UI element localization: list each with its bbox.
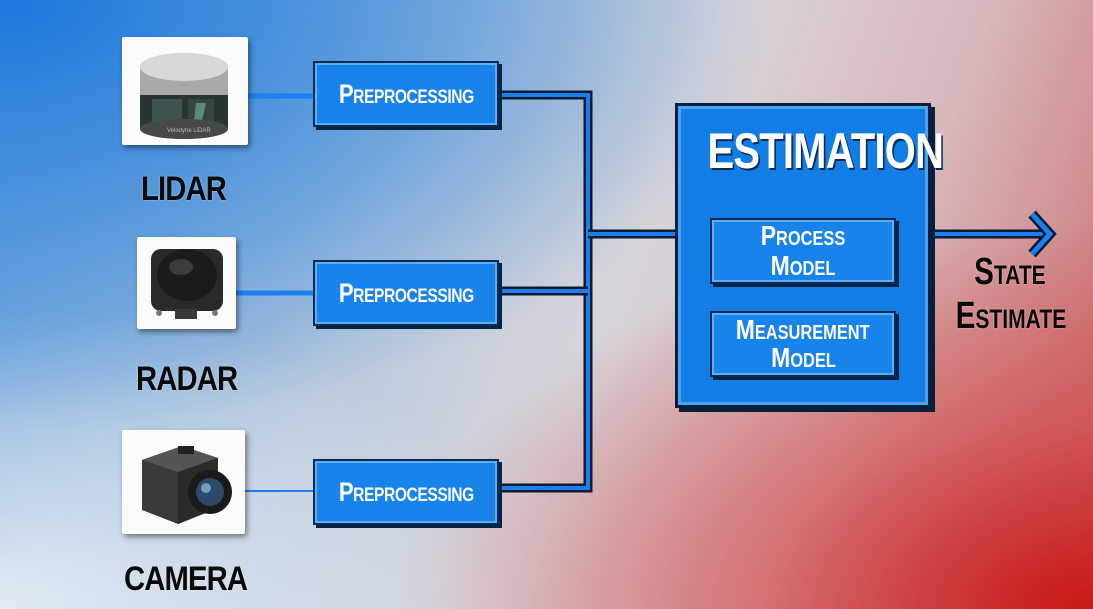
camera-label: CAMERA	[124, 560, 248, 598]
process-model-box: Process Model	[710, 218, 896, 284]
radar-image	[137, 237, 236, 329]
preprocessing-label: Preprocessing	[338, 476, 474, 507]
state-estimate-label: State Estimate	[955, 251, 1067, 337]
preprocessing-box-camera: Preprocessing	[313, 459, 499, 525]
output-arrow	[931, 210, 1057, 258]
preprocessing-label: Preprocessing	[338, 277, 474, 308]
preprocessing-box-radar: Preprocessing	[313, 260, 499, 326]
radar-label: RADAR	[136, 360, 238, 398]
preprocessing-label: Preprocessing	[338, 78, 474, 109]
lidar-brand-text: Velodyne LiDAR	[167, 128, 211, 134]
measurement-model-box: Measurement Model	[710, 311, 896, 377]
lidar-label: LIDAR	[141, 170, 227, 208]
estimation-title: ESTIMATION	[707, 123, 944, 179]
camera-image	[122, 430, 245, 534]
preprocessing-box-lidar: Preprocessing	[313, 61, 499, 127]
estimation-block: ESTIMATION Process Model Measurement Mod…	[675, 103, 944, 408]
lidar-image: Velodyne LiDAR	[122, 37, 248, 145]
bus-lines	[498, 90, 676, 493]
